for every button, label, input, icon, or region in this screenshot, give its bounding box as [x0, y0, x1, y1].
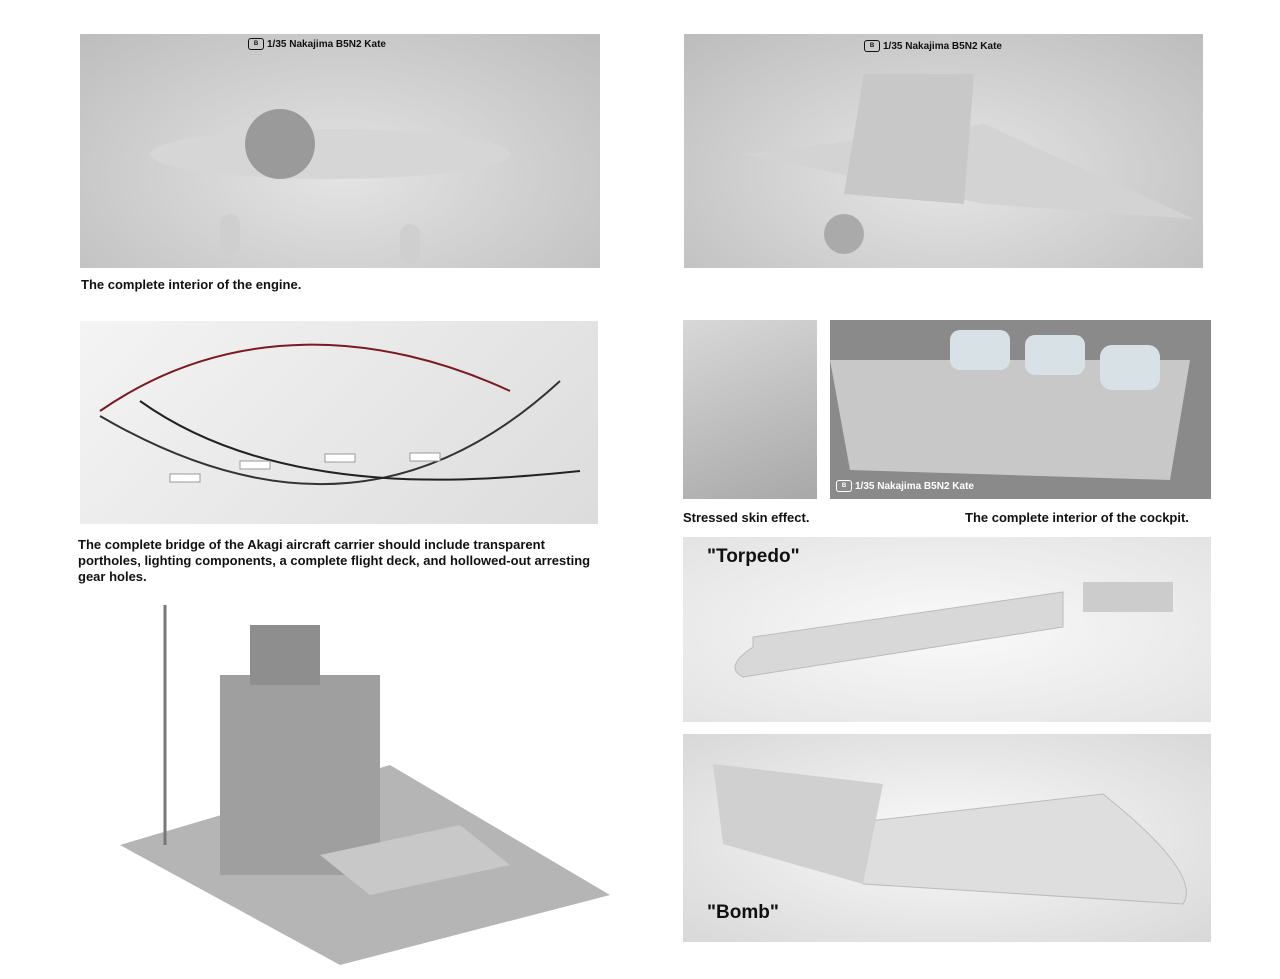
brand-logo: B	[248, 38, 264, 50]
cockpit-illustration	[830, 330, 1190, 480]
bomb-illustration	[713, 764, 1187, 905]
render-torpedo: "Torpedo"	[683, 537, 1211, 722]
plane-side-illustration	[744, 74, 1194, 254]
label-bomb: "Bomb"	[707, 902, 779, 923]
caption-cockpit: The complete interior of the cockpit.	[965, 510, 1189, 525]
badge-text: 1/35 Nakajima B5N2 Kate	[267, 38, 386, 50]
brand-logo: B	[836, 480, 852, 492]
render-bomb: "Bomb"	[683, 734, 1211, 942]
render-stressed-skin	[683, 320, 817, 499]
badge-text: 1/35 Nakajima B5N2 Kate	[883, 40, 1002, 52]
render-bridge-diorama	[110, 595, 620, 965]
caption-skin: Stressed skin effect.	[683, 510, 810, 525]
caption-bridge: The complete bridge of the Akagi aircraf…	[78, 537, 591, 584]
bridge-illustration	[120, 605, 610, 965]
caption-engine: The complete interior of the engine.	[81, 277, 302, 292]
badge-text: 1/35 Nakajima B5N2 Kate	[855, 480, 974, 492]
label-torpedo: "Torpedo"	[707, 546, 800, 567]
brand-logo: B	[864, 40, 880, 52]
wires-illustration	[99, 343, 581, 486]
photo-lighting-wires	[80, 321, 598, 524]
torpedo-illustration	[734, 582, 1173, 678]
plane-front-illustration	[150, 109, 510, 264]
